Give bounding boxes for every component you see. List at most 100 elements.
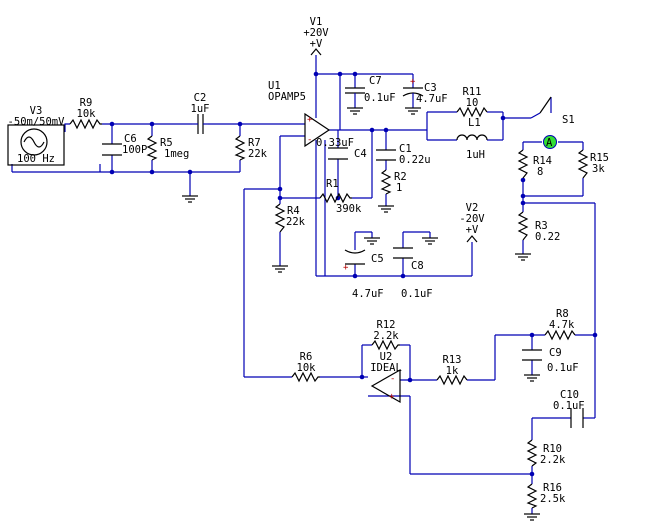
r14-resistor[interactable] [517,149,529,179]
wires [11,55,596,514]
u1-ref: U1 [268,80,281,92]
r13-resistor[interactable] [436,374,468,386]
r12-resistor[interactable] [371,339,400,351]
svg-text:+: + [389,392,395,402]
c1-capacitor[interactable] [376,149,396,161]
r11-resistor[interactable] [456,106,488,118]
r4-ref: R4 [287,205,300,217]
v1-supply[interactable] [310,48,322,56]
ground-r3 [515,253,531,261]
l1-ref: L1 [468,117,481,129]
c6-capacitor[interactable] [102,143,122,156]
r8-resistor[interactable] [544,329,576,341]
r10-resistor[interactable] [526,439,538,467]
r16-resistor[interactable] [526,483,538,509]
r13-value: 1k [446,365,459,377]
r8-value: 4.7k [549,319,575,331]
v3-freq: 100 Hz [17,153,55,165]
c9-capacitor[interactable] [522,349,542,382]
r1-resistor[interactable] [319,192,352,204]
ground-input [182,195,198,203]
v2-supply[interactable] [466,235,478,243]
v2-node: +V [466,224,479,236]
c7-value: 0.1uF [364,92,396,104]
svg-text:A: A [546,137,553,149]
r15-ref: R15 [590,152,609,164]
c8-ref: C8 [411,260,424,272]
svg-text:-: - [390,374,395,384]
s1-switch[interactable]: A [539,96,557,149]
r11-ref: R11 [463,86,482,98]
c9-ref: C9 [549,347,562,359]
u2-opamp[interactable]: - + [368,368,401,404]
c5-value: 4.7uF [352,288,384,300]
u1-opamp[interactable]: + - [304,112,331,148]
ground-r4 [272,265,288,273]
c9-value: 0.1uF [547,362,579,374]
r2-value: 1 [396,182,402,194]
r3-ref: R3 [535,220,548,232]
r12-ref: R12 [377,319,396,331]
r9-resistor[interactable] [69,118,102,130]
c8-capacitor[interactable] [393,237,438,259]
c6-ref: C6 [124,133,137,145]
r6-value: 10k [297,362,317,374]
c4-value: 0.33uF [316,137,354,149]
r16-value: 2.5k [540,493,566,505]
v3-ref: V3 [30,105,43,117]
svg-text:+: + [343,263,349,273]
c10-value: 0.1uF [553,400,585,412]
c4-ref: C4 [354,148,367,160]
ground-r2 [378,205,394,213]
r3-value: 0.22 [535,231,560,243]
junction-dots [109,71,598,477]
r2-resistor[interactable] [380,169,392,195]
r15-resistor[interactable] [577,149,589,179]
r14-ref: R14 [533,155,552,167]
r5-resistor[interactable] [146,135,158,161]
u1-model: OPAMP5 [268,91,306,103]
component-labels: V1 +20V +V V3 -50m/50mV 100 Hz R9 10k C6… [8,16,609,505]
svg-text:+: + [410,77,416,87]
c10-capacitor[interactable] [570,408,584,428]
r11-value: 10 [466,97,479,109]
c5-ref: C5 [371,253,384,265]
r9-value: 10k [77,108,97,120]
c2-ref: C2 [194,92,207,104]
r12-value: 2.2k [373,330,399,342]
u2-model: IDEAL [370,362,402,374]
r16-ref: R16 [543,482,562,494]
c7-ref: C7 [369,75,382,87]
c3-capacitor[interactable]: + [402,77,424,115]
r3-resistor[interactable] [517,211,529,241]
v2-ref: V2 [466,202,479,214]
r6-ref: R6 [300,351,313,363]
c10-ref: C10 [560,389,579,401]
r1-ref: R1 [326,178,339,190]
l1-inductor[interactable] [456,134,488,141]
c1-value: 0.22u [399,154,431,166]
r10-ref: R10 [543,443,562,455]
svg-text:+: + [307,115,313,125]
c3-ref: C3 [424,82,437,94]
c4-capacitor[interactable] [328,147,348,160]
c2-capacitor[interactable] [192,114,208,134]
v1-ref: V1 [310,16,323,28]
r7-resistor[interactable] [234,135,246,161]
c7-capacitor[interactable] [345,87,365,115]
r4-value: 22k [286,216,306,228]
r5-ref: R5 [160,137,173,149]
r14-value: 8 [537,166,543,178]
svg-text:-: - [307,135,312,145]
r6-resistor[interactable] [291,371,320,383]
c5-capacitor[interactable]: + [343,237,380,273]
c3-value: 4.7uF [416,93,448,105]
c6-value: 100P [122,144,147,156]
c8-value: 0.1uF [401,288,433,300]
c2-value: 1uF [191,103,210,115]
r4-resistor[interactable] [274,203,286,233]
v3-source[interactable] [7,124,65,166]
r8-ref: R8 [556,308,569,320]
